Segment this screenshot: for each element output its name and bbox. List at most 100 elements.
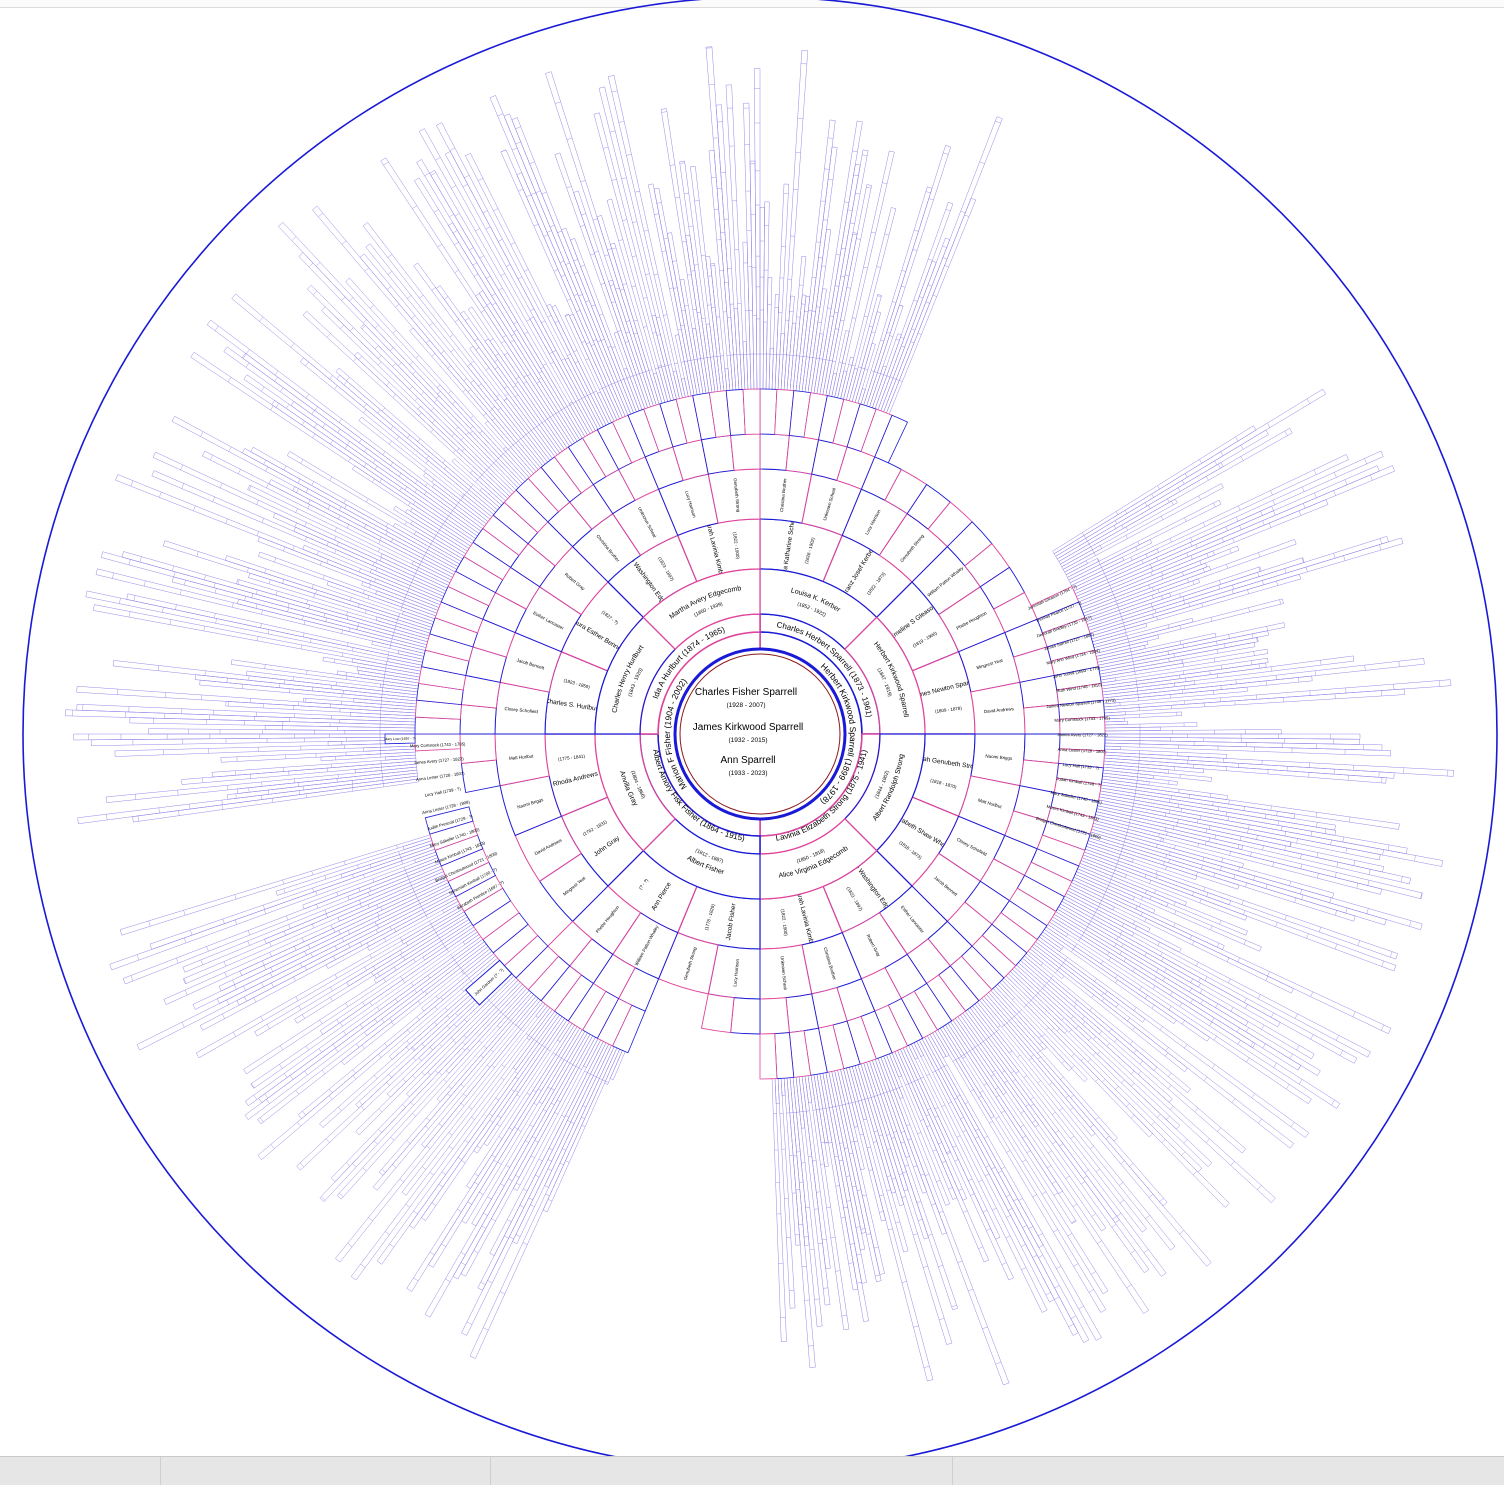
outer-generation-tick — [943, 153, 948, 155]
outer-generation-tick — [391, 426, 394, 429]
outer-generation-tick — [1150, 896, 1151, 899]
outer-generation-tick — [822, 1239, 826, 1240]
outer-generation-tick — [1211, 926, 1213, 930]
outer-generation-tick — [591, 305, 595, 306]
outer-generation-tick — [1219, 580, 1220, 584]
outer-generation-tick — [571, 1122, 574, 1124]
outer-generation-ray — [295, 914, 468, 1023]
outer-generation-tick — [1258, 572, 1259, 576]
outer-generation-tick — [633, 222, 637, 223]
outer-generation-tick — [978, 1180, 982, 1182]
outer-generation-tick — [1290, 1054, 1293, 1059]
outer-generation-tick — [1383, 850, 1384, 855]
outer-generation-tick — [821, 201, 826, 202]
outer-generation-tick — [874, 1095, 877, 1096]
outer-generation-ray — [1065, 893, 1371, 1057]
outer-generation-tick — [1121, 931, 1123, 934]
outer-generation-tick — [1314, 493, 1316, 498]
outer-generation-tick — [1102, 998, 1104, 1001]
outer-generation-tick — [1300, 854, 1301, 859]
outer-generation-tick — [1002, 1071, 1005, 1073]
outer-generation-tick — [205, 671, 206, 676]
outer-generation-tick — [899, 380, 902, 381]
outer-generation-tick — [284, 931, 286, 935]
outer-generation-ray — [909, 1044, 918, 1059]
outer-generation-tick — [1212, 1018, 1214, 1022]
outer-generation-tick — [548, 1199, 552, 1201]
outer-generation-ray — [610, 243, 662, 404]
outer-generation-tick — [1051, 976, 1053, 979]
outer-generation-tick — [1215, 461, 1217, 465]
outer-generation-tick — [1399, 661, 1400, 667]
outer-generation-tick — [457, 1209, 461, 1212]
outer-generation-tick — [346, 672, 347, 676]
outer-generation-tick — [494, 1005, 496, 1007]
outer-generation-tick — [334, 659, 335, 663]
outer-generation-tick — [1021, 1244, 1025, 1246]
outer-generation-tick — [530, 309, 534, 311]
outer-generation-tick — [579, 294, 583, 296]
outer-generation-tick — [395, 626, 396, 629]
outer-generation-tick — [1032, 1120, 1035, 1122]
outer-generation-tick — [1199, 459, 1201, 463]
outer-generation-tick — [1057, 1028, 1060, 1031]
outer-generation-tick — [599, 314, 603, 315]
outer-generation-tick — [469, 978, 471, 981]
outer-generation-tick — [826, 1108, 829, 1109]
outer-generation-tick — [380, 557, 382, 560]
outer-generation-tick — [304, 621, 305, 625]
outer-generation-tick — [375, 1019, 378, 1022]
outer-generation-tick — [527, 1093, 530, 1095]
outer-generation-ray — [835, 151, 895, 398]
outer-generation-ray — [258, 552, 435, 619]
outer-generation-tick — [184, 580, 185, 585]
outer-generation-tick — [1157, 617, 1158, 620]
outer-generation-tick — [358, 604, 359, 608]
outer-generation-tick — [383, 452, 385, 455]
outer-generation-tick — [839, 362, 842, 363]
outer-generation-ray — [468, 307, 567, 450]
outer-generation-ray — [516, 998, 541, 1027]
outer-generation-tick — [1152, 607, 1153, 610]
outer-generation-tick — [685, 306, 689, 307]
outer-generation-ray — [1093, 820, 1163, 842]
outer-generation-tick — [335, 528, 337, 532]
outer-generation-tick — [1168, 625, 1169, 629]
outer-generation-tick — [1062, 1018, 1064, 1021]
outer-generation-tick — [265, 569, 266, 573]
outer-generation-tick — [449, 1086, 452, 1089]
outer-generation-tick — [193, 506, 195, 511]
center-circle[interactable]: Charles Fisher Sparrell (1928 - 2007) Ja… — [675, 649, 845, 819]
outer-generation-tick — [483, 1328, 488, 1330]
outer-generation-tick — [560, 261, 564, 263]
outer-generation-tick — [292, 237, 296, 241]
outer-generation-tick — [1369, 869, 1370, 874]
outer-generation-ray — [1060, 499, 1177, 567]
outer-generation-tick — [1132, 1027, 1135, 1030]
outer-generation-tick — [302, 616, 303, 620]
outer-generation-tick — [350, 328, 354, 332]
outer-generation-tick — [1191, 979, 1193, 983]
outer-generation-tick — [1267, 423, 1270, 427]
outer-generation-tick — [874, 372, 877, 373]
outer-generation-tick — [1102, 1079, 1105, 1082]
outer-generation-tick — [1116, 864, 1117, 867]
outer-generation-tick — [1115, 521, 1117, 524]
outer-generation-tick — [461, 1262, 466, 1265]
outer-generation-tick — [1102, 898, 1103, 901]
outer-generation-tick — [662, 251, 666, 252]
outer-generation-ray — [466, 1023, 574, 1188]
outer-generation-tick — [1153, 986, 1155, 989]
outer-generation-tick — [378, 355, 381, 358]
outer-generation-tick — [303, 633, 304, 637]
outer-generation-tick — [1257, 637, 1258, 641]
outer-generation-tick — [1069, 1030, 1072, 1033]
outer-generation-tick — [1281, 826, 1282, 831]
outer-generation-tick — [431, 541, 433, 544]
outer-generation-tick — [238, 580, 239, 585]
outer-generation-tick — [432, 287, 436, 290]
outer-generation-tick — [1145, 503, 1147, 506]
outer-generation-tick — [418, 564, 419, 567]
